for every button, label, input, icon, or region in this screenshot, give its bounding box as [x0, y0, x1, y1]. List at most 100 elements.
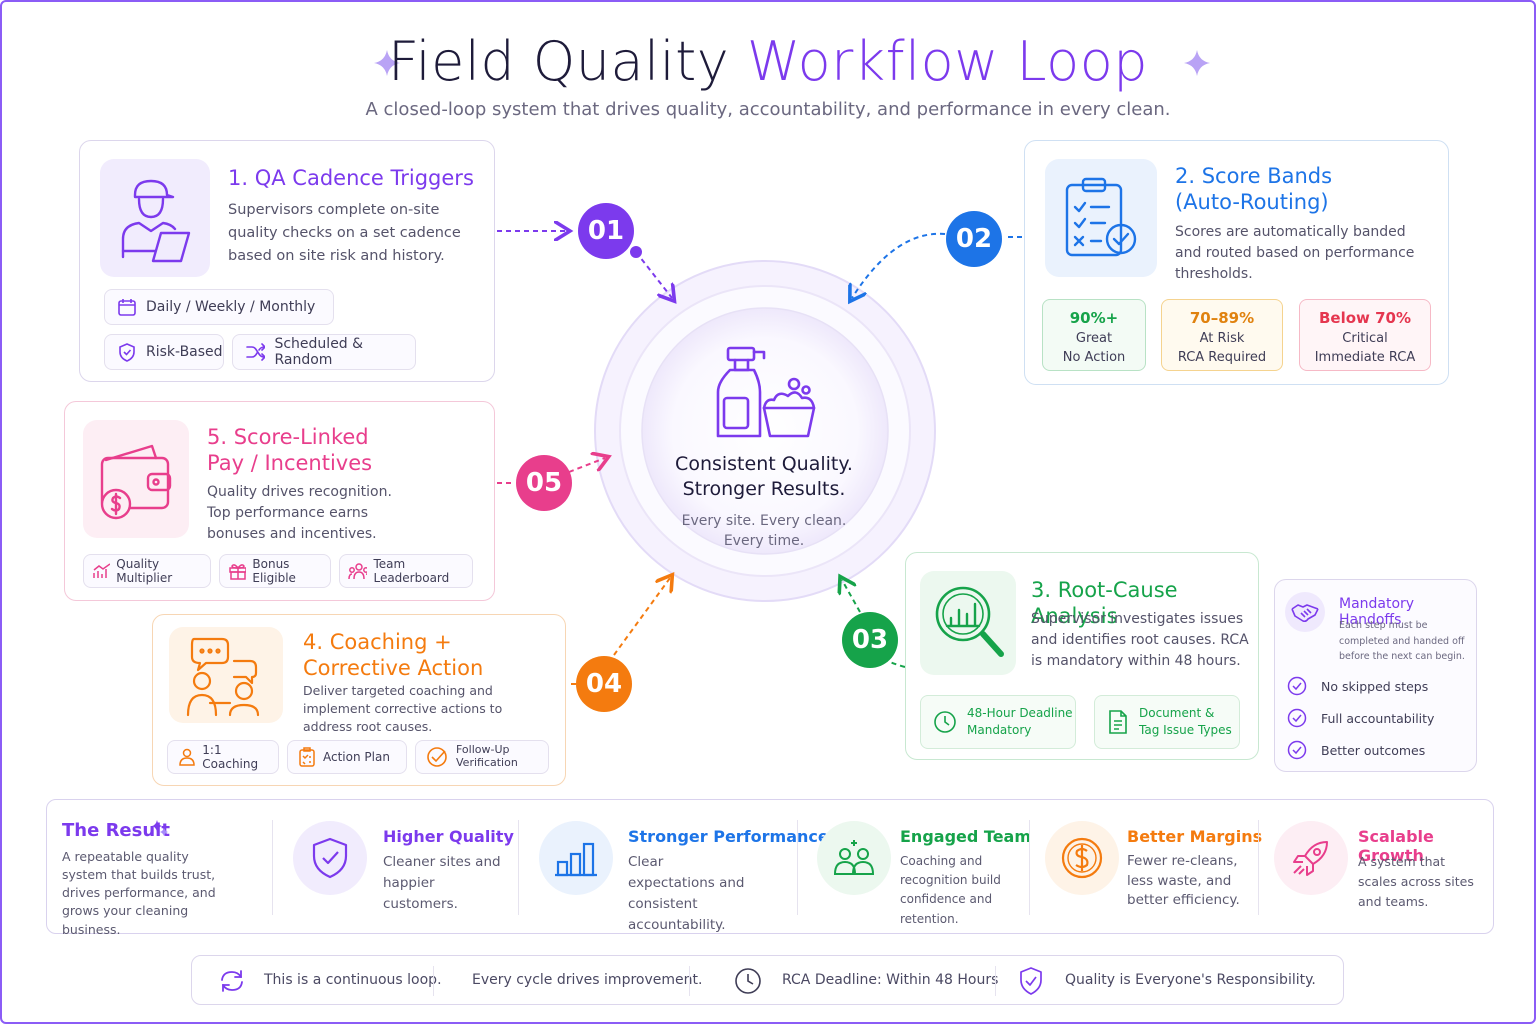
handoffs-description: Each step must be completed and handed o…: [1339, 620, 1465, 663]
handoff-item: Better outcomes: [1287, 740, 1425, 760]
wallet-coin-icon: [83, 420, 189, 538]
result-item-description: Cleaner sites and happier customers.: [383, 854, 501, 912]
chip-one-on-one-coaching: 1:1 Coaching: [167, 740, 279, 774]
clipboard-check-icon: [1045, 159, 1157, 277]
result-item-description: A system that scales across sites and te…: [1358, 854, 1474, 909]
chip-label-line-1: Document &: [1139, 706, 1215, 721]
result-item-description: Clear expectations and consistent accoun…: [628, 854, 745, 933]
divider: [797, 820, 798, 915]
center-tagline-line-2: Every time.: [723, 533, 805, 550]
chip-text: Follow-Up Verification: [456, 744, 518, 769]
magnifier-chart-icon: [920, 571, 1016, 675]
shield-icon: [119, 343, 135, 362]
chip-follow-up-verification: Follow-Up Verification: [415, 740, 549, 774]
clock-icon: [735, 968, 761, 994]
result-description: A repeatable quality system that builds …: [62, 849, 216, 937]
bar-chart-icon: [539, 821, 613, 895]
shield-check-icon: [293, 821, 367, 895]
step-badge-05: 05: [516, 455, 572, 511]
chip-label-line-2: Verification: [456, 756, 518, 769]
supervisor-tablet-icon: [100, 159, 210, 277]
chip-bonus-eligible: Bonus Eligible: [219, 554, 331, 588]
calendar-icon: [118, 299, 136, 316]
handoff-item: Full accountability: [1287, 708, 1434, 728]
chip-team-leaderboard: Team Leaderboard: [339, 554, 473, 588]
score-band-critical: Below 70% Critical Immediate RCA: [1299, 299, 1431, 371]
check-circle-icon: [1287, 708, 1307, 728]
title-part-1: Field Quality: [387, 30, 730, 93]
step-3-title: 3. Root-Cause Analysis: [1031, 578, 1178, 629]
check-circle-icon: [1287, 740, 1307, 760]
result-item-description: Coaching and recognition build confidenc…: [900, 854, 1001, 926]
chip-quality-multiplier: Quality Multiplier: [83, 554, 211, 588]
loop-arrows-icon: [221, 970, 243, 992]
divider: [995, 966, 996, 996]
chip-48-hour-deadline: 48-Hour Deadline Mandatory: [920, 695, 1076, 749]
band-action: RCA Required: [1177, 349, 1267, 365]
band-label: At Risk: [1199, 330, 1245, 346]
step-1-description: Supervisors complete on-site quality che…: [228, 202, 461, 265]
chip-label: Quality Multiplier: [116, 557, 173, 585]
result-panel: The Result A repeatable quality system t…: [46, 799, 1494, 937]
divider: [1029, 820, 1030, 915]
footer-item-4: Quality is Everyone's Responsibility.: [1065, 972, 1316, 988]
step-badge-01: 01: [578, 203, 634, 259]
cleaning-supplies-icon: [716, 346, 816, 438]
mandatory-handoffs-card: Mandatory Handoffs Each step must be com…: [1274, 579, 1477, 772]
result-title: The Result: [62, 820, 170, 841]
page-subtitle: A closed-loop system that drives quality…: [365, 99, 1171, 120]
chip-text: 48-Hour Deadline Mandatory: [967, 705, 1073, 739]
chip-label-line-1: Follow-Up: [456, 743, 510, 757]
step-4-card: 4. Coaching + Corrective Action Deliver …: [152, 614, 566, 786]
step-5-title: 5. Score-Linked Pay / Incentives: [207, 424, 372, 477]
step-badge-02: 02: [946, 211, 1002, 267]
team-icon: [348, 563, 368, 580]
center-headline: Consistent Quality. Stronger Results.: [626, 452, 902, 501]
chip-daily-weekly-monthly: Daily / Weekly / Monthly: [104, 289, 334, 325]
shuffle-icon: [246, 343, 266, 361]
step-1-card: 1. QA Cadence Triggers Supervisors compl…: [79, 140, 495, 382]
handoff-item-label: No skipped steps: [1321, 678, 1429, 694]
trending-chart-icon: [93, 563, 111, 578]
page-title: Field Quality Workflow Loop: [0, 30, 1536, 93]
chip-label: Scheduled & Random: [274, 336, 364, 368]
band-label: Great: [1075, 330, 1113, 346]
step-2-description: Scores are automatically banded and rout…: [1175, 224, 1415, 282]
chip-label: Action Plan: [323, 750, 390, 764]
step-5-title-line-1: 5. Score-Linked: [207, 425, 369, 449]
sparkle-icon: [1184, 50, 1210, 76]
checklist-icon: [299, 747, 315, 767]
band-action: No Action: [1062, 349, 1126, 365]
result-item-title: Engaged Team: [900, 827, 1032, 846]
step-3-card: 3. Root-Cause Analysis Supervisor invest…: [905, 552, 1259, 760]
chip-label-line-2: Mandatory: [967, 723, 1032, 737]
chip-label: Team Leaderboard: [373, 557, 450, 585]
rocket-icon: [1274, 821, 1348, 895]
shield-check-icon: [1020, 967, 1042, 995]
step-3-description: Supervisor investigates issues and ident…: [1031, 611, 1249, 669]
footer-item-1: This is a continuous loop.: [264, 972, 442, 988]
handoff-item: No skipped steps: [1287, 676, 1428, 696]
band-range: Below 70%: [1318, 309, 1412, 327]
chip-text: Document & Tag Issue Types: [1139, 705, 1232, 739]
chip-risk-based: Risk-Based: [104, 334, 224, 370]
chip-label-line-1: 48-Hour Deadline: [967, 706, 1073, 721]
step-5-description: Quality drives recognition. Top performa…: [207, 484, 392, 542]
handoffs-title: Mandatory Handoffs: [1339, 596, 1415, 628]
result-item-title: Scalable Growth: [1358, 827, 1434, 865]
band-range: 90%+: [1069, 309, 1119, 327]
divider: [689, 966, 690, 996]
result-item-description: Fewer re-cleans, less waste, and better …: [1127, 853, 1240, 909]
center-tagline: Every site. Every clean. Every time.: [626, 511, 902, 552]
title-part-2: Workflow Loop: [746, 30, 1149, 93]
step-2-title-line-1: 2. Score Bands: [1175, 164, 1333, 188]
step-2-card: 2. Score Bands (Auto-Routing) Scores are…: [1024, 140, 1449, 385]
clock-icon: [934, 711, 956, 733]
dollar-coin-icon: [1045, 821, 1119, 895]
handshake-icon: [1285, 592, 1325, 632]
step-4-title: 4. Coaching + Corrective Action: [303, 629, 483, 682]
step-4-title-line-1: 4. Coaching +: [303, 630, 452, 654]
coaching-conversation-icon: [169, 627, 283, 723]
sparkle-icon: [374, 50, 400, 76]
chip-label-line-2: Tag Issue Types: [1139, 723, 1232, 737]
